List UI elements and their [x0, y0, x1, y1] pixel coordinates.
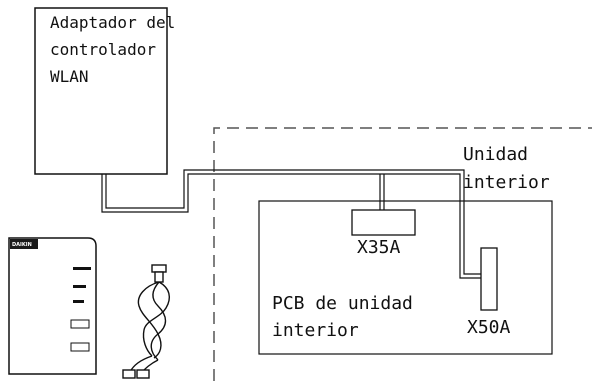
device-led-wlan	[73, 285, 86, 288]
device-led-power	[73, 267, 91, 270]
connector-x35a: X35A	[351, 209, 416, 258]
adapter-label-line-1: Adaptador del	[50, 13, 175, 32]
adapter-device-illustration: DAIKIN	[8, 237, 97, 375]
indoor-unit-label: Unidad interior	[463, 144, 550, 193]
adapter-label-line-2: controlador	[50, 40, 156, 59]
adapter-label-line-3: WLAN	[50, 67, 89, 86]
connector-x50a: X50A	[467, 247, 511, 338]
pcb-board: PCB de unidad interior	[258, 200, 553, 355]
indoor-unit-boundary	[213, 127, 592, 381]
device-logo-text: DAIKIN	[12, 242, 32, 248]
cable	[101, 169, 481, 279]
device-button-setup	[70, 319, 90, 329]
pcb-label-line-2: interior	[272, 320, 359, 341]
indoor-unit-label-line-2: interior	[463, 172, 550, 193]
wlan-adapter: Adaptador del controlador WLAN	[34, 7, 175, 175]
connector-x35a-label: X35A	[357, 237, 401, 258]
indoor-unit-label-line-1: Unidad	[463, 144, 528, 165]
coiled-cable-illustration	[122, 264, 171, 379]
device-led-ap	[73, 300, 84, 303]
connector-x50a-label: X50A	[467, 317, 511, 338]
device-button-mode	[70, 342, 90, 352]
pcb-label-line-1: PCB de unidad	[272, 293, 413, 314]
device-logo-badge	[10, 239, 38, 249]
